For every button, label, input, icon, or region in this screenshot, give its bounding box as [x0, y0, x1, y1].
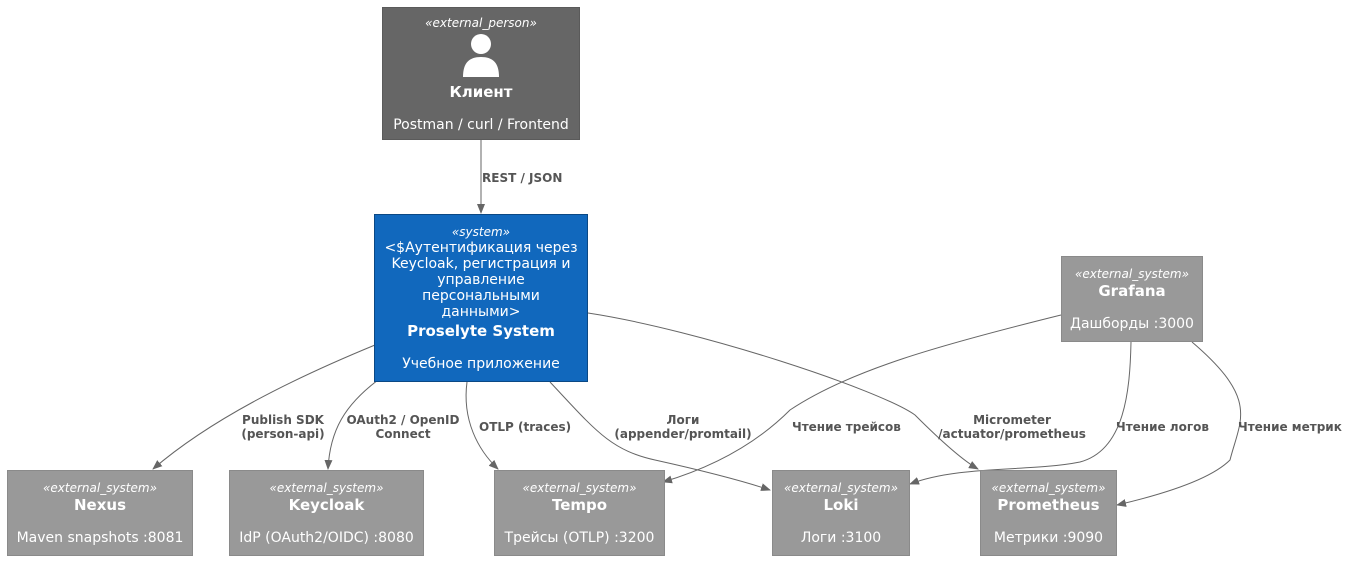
label-system-keycloak: OAuth2 / OpenID Connect: [346, 413, 460, 441]
node-nexus: «external_system» Nexus Maven snapshots …: [7, 470, 193, 556]
node-keycloak-stereotype: «external_system»: [269, 481, 384, 495]
node-grafana: «external_system» Grafana Дашборды :3000: [1061, 256, 1203, 342]
node-client-name: Клиент: [449, 83, 513, 101]
edge-system-tempo: [465, 381, 499, 470]
edge-system-nexus: [152, 344, 376, 470]
node-proselyte-name: Proselyte System: [407, 322, 555, 340]
node-tempo-name: Tempo: [551, 496, 608, 514]
edge-grafana-tempo: [662, 314, 1062, 484]
node-proselyte-description: Учебное приложение: [402, 356, 560, 372]
node-grafana-name: Grafana: [1098, 282, 1166, 300]
edge-system-keycloak: [324, 379, 379, 470]
label-system-loki: Логи (appender/promtail): [614, 413, 752, 441]
node-proselyte-system: «system» <$Аутентификация через Keycloak…: [374, 214, 588, 382]
edge-system-prometheus: [587, 312, 979, 470]
label-system-tempo: OTLP (traces): [479, 420, 572, 434]
person-icon: [463, 34, 499, 77]
edge-grafana-loki: [909, 341, 1132, 485]
node-prometheus: «external_system» Prometheus Метрики :90…: [980, 470, 1117, 556]
node-prometheus-stereotype: «external_system»: [991, 481, 1106, 495]
node-loki: «external_system» Loki Логи :3100: [772, 470, 910, 556]
node-nexus-stereotype: «external_system»: [43, 481, 157, 495]
edge-system-loki: [549, 381, 771, 491]
node-nexus-name: Nexus: [73, 496, 126, 514]
label-grafana-prometheus: Чтение метрик: [1238, 420, 1342, 434]
node-prometheus-name: Prometheus: [997, 496, 1100, 514]
node-keycloak-description: IdP (OAuth2/OIDC) :8080: [239, 530, 414, 546]
node-tempo-stereotype: «external_system»: [522, 481, 637, 495]
label-system-prometheus: Micrometer /actuator/prometheus: [938, 413, 1086, 441]
node-proselyte-extra: <$Аутентификация через Keycloak, регистр…: [384, 240, 578, 320]
node-prometheus-description: Метрики :9090: [993, 530, 1104, 546]
node-grafana-description: Дашборды :3000: [1070, 316, 1194, 332]
label-client-system: REST / JSON: [482, 171, 563, 185]
node-loki-description: Логи :3100: [800, 530, 882, 546]
node-client: «external_person» Клиент Postman / curl …: [382, 7, 580, 140]
node-client-description: Postman / curl / Frontend: [393, 117, 569, 133]
edge-grafana-prometheus: [1116, 341, 1242, 507]
label-system-nexus: Publish SDK (person-api): [241, 413, 325, 441]
label-grafana-loki: Чтение логов: [1116, 420, 1209, 434]
node-tempo-description: Трейсы (OTLP) :3200: [504, 530, 655, 546]
node-tempo: «external_system» Tempo Трейсы (OTLP) :3…: [494, 470, 665, 556]
node-client-stereotype: «external_person»: [425, 16, 537, 30]
node-keycloak-name: Keycloak: [288, 496, 365, 514]
node-keycloak: «external_system» Keycloak IdP (OAuth2/O…: [229, 470, 424, 556]
node-nexus-description: Maven snapshots :8081: [16, 530, 184, 546]
node-proselyte-stereotype: «system»: [451, 225, 511, 239]
label-grafana-tempo: Чтение трейсов: [792, 420, 901, 434]
node-loki-name: Loki: [823, 496, 859, 514]
node-grafana-stereotype: «external_system»: [1075, 267, 1189, 281]
node-loki-stereotype: «external_system»: [784, 481, 898, 495]
